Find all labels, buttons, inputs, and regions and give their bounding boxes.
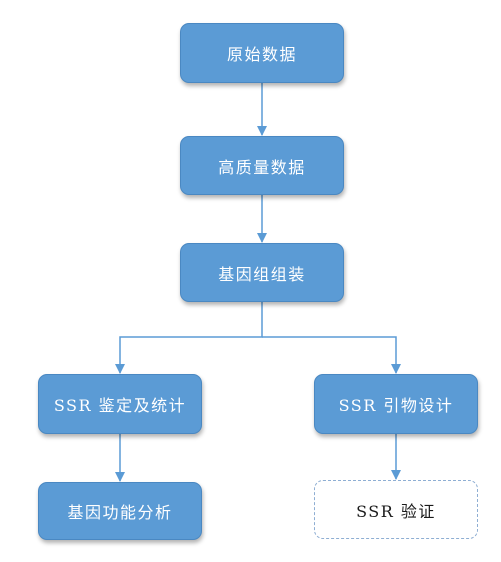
node-high-quality-data-label: 高质量数据 — [218, 157, 306, 177]
node-gene-function-analysis: 基因功能分析 — [38, 482, 202, 540]
node-ssr-verification-label: SSR 验证 — [356, 501, 436, 521]
node-ssr-identification-label: SSR 鉴定及统计 — [53, 396, 187, 415]
node-ssr-identification: SSR 鉴定及统计 — [38, 374, 202, 434]
node-gene-function-analysis-label: 基因功能分析 — [67, 503, 173, 522]
node-raw-data: 原始数据 — [180, 23, 344, 83]
node-raw-data-label: 原始数据 — [226, 45, 297, 64]
node-ssr-primer-design: SSR 引物设计 — [314, 374, 478, 434]
arrow-assembly-to-ssr-id — [115, 302, 263, 374]
node-ssr-verification: SSR 验证 — [314, 480, 478, 539]
node-genome-assembly-label: 基因组组装 — [218, 264, 306, 284]
arrow-assembly-to-primer — [262, 336, 401, 374]
node-high-quality-data: 高质量数据 — [180, 136, 344, 195]
node-ssr-primer-design-label: SSR 引物设计 — [338, 396, 454, 415]
node-genome-assembly: 基因组组装 — [180, 243, 344, 302]
